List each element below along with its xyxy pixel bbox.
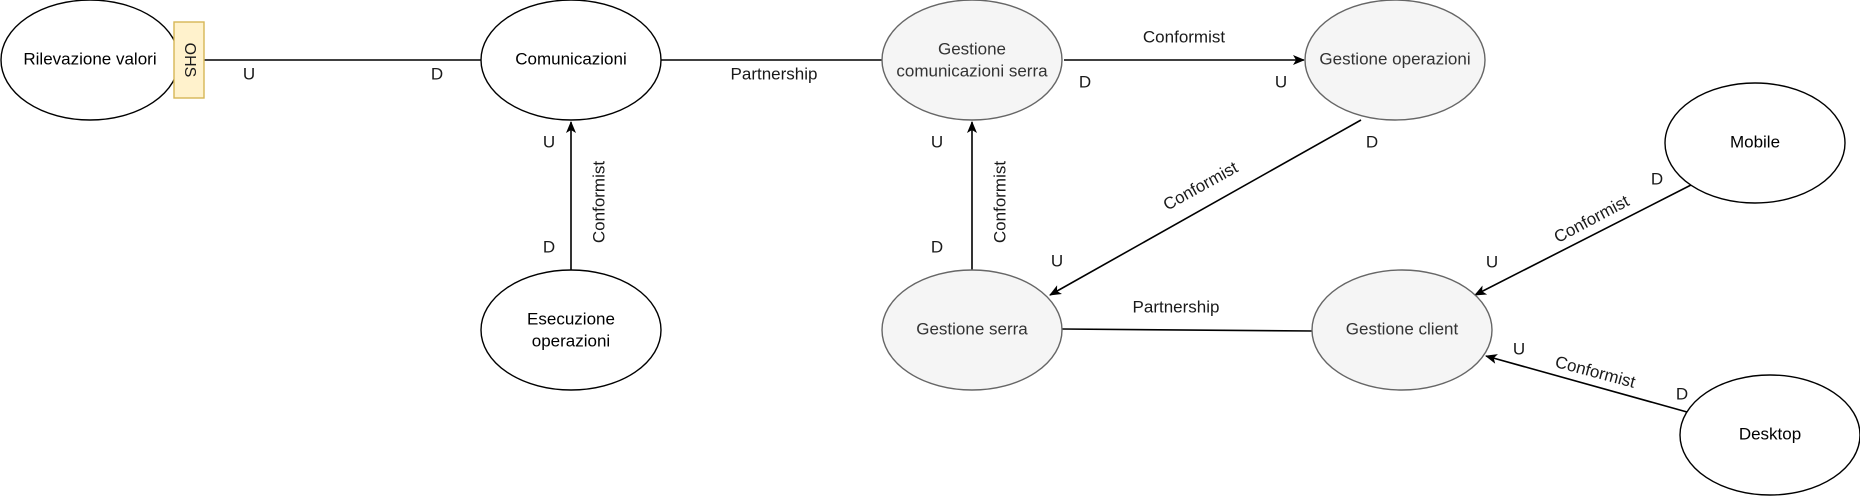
edge-gestione-operazioni-gestione-serra[interactable] (1049, 119, 1362, 296)
node-comunicazioni-label: Comunicazioni (515, 49, 627, 68)
node-esecuzione-operazioni-label-line2: operazioni (532, 331, 610, 350)
ohs-label: OHS (181, 43, 198, 78)
label-gest-com-operazioni-upstream: U (1275, 72, 1287, 91)
label-rilevazione-upstream: U (243, 64, 255, 83)
node-gestione-comunicazioni-serra-shape (881, 0, 1063, 121)
label-gest-operazioni-serra-downstream: D (1366, 132, 1378, 151)
node-gestione-comunicazioni-serra[interactable]: Gestione comunicazioni serra (881, 0, 1063, 121)
edge-desktop-gestione-client[interactable] (1485, 354, 1688, 413)
label-desktop-upstream: U (1513, 339, 1525, 358)
label-gest-operazioni-serra-upstream: U (1051, 251, 1063, 270)
node-mobile-shape (1664, 82, 1846, 204)
edge-mobile-gestione-client[interactable] (1474, 184, 1692, 296)
label-rilevazione-downstream: D (431, 64, 443, 83)
node-rilevazione-valori[interactable]: Rilevazione valori (0, 0, 180, 121)
node-gestione-serra-label: Gestione serra (916, 319, 1028, 338)
node-gestione-client-shape (1311, 269, 1493, 391)
node-gestione-comunicazioni-serra-label-line2: comunicazioni serra (896, 61, 1048, 80)
node-comunicazioni-shape (480, 0, 662, 121)
label-gest-com-operazioni-downstream: D (1079, 72, 1091, 91)
node-desktop-shape (1679, 374, 1860, 496)
ohs-box (173, 21, 205, 99)
label-partnership-top: Partnership (731, 64, 818, 83)
node-gestione-serra-shape (881, 269, 1063, 391)
label-esecuzione-conformist: Conformist (589, 161, 608, 243)
node-esecuzione-operazioni-label-line1: Esecuzione (527, 309, 615, 328)
node-gestione-comunicazioni-serra-label-line1: Gestione (938, 39, 1006, 58)
label-gest-operazioni-serra-conformist: Conformist (1160, 158, 1241, 215)
label-mobile-downstream: D (1651, 169, 1663, 188)
node-gestione-serra[interactable]: Gestione serra (881, 269, 1063, 391)
node-gestione-operazioni-shape (1304, 0, 1486, 121)
label-desktop-downstream: D (1676, 384, 1688, 403)
label-mobile-upstream: U (1486, 252, 1498, 271)
label-gest-serra-com-upstream: U (931, 132, 943, 151)
node-mobile[interactable]: Mobile (1664, 82, 1846, 204)
edge-gestione-serra-gestione-client[interactable] (1061, 328, 1314, 332)
node-desktop[interactable]: Desktop (1679, 374, 1860, 496)
node-esecuzione-operazioni-shape (480, 269, 662, 391)
node-gestione-client-label: Gestione client (1346, 319, 1459, 338)
node-mobile-label: Mobile (1730, 132, 1780, 151)
node-gestione-client[interactable]: Gestione client (1311, 269, 1493, 391)
label-mobile-conformist: Conformist (1551, 191, 1633, 246)
label-esecuzione-upstream: U (543, 132, 555, 151)
label-gest-com-operazioni-conformist: Conformist (1143, 27, 1225, 46)
label-partnership-bottom: Partnership (1133, 297, 1220, 316)
ohs-marker[interactable]: OHS (173, 21, 205, 99)
edges (204, 55, 1692, 413)
label-gest-serra-com-conformist: Conformist (990, 161, 1009, 243)
node-esecuzione-operazioni[interactable]: Esecuzione operazioni (480, 269, 662, 391)
node-gestione-operazioni-label: Gestione operazioni (1319, 49, 1470, 68)
node-desktop-label: Desktop (1739, 424, 1801, 443)
label-gest-serra-com-downstream: D (931, 237, 943, 256)
node-comunicazioni[interactable]: Comunicazioni (480, 0, 662, 121)
node-rilevazione-valori-label: Rilevazione valori (23, 49, 156, 68)
label-esecuzione-downstream: D (543, 237, 555, 256)
node-gestione-operazioni[interactable]: Gestione operazioni (1304, 0, 1486, 121)
